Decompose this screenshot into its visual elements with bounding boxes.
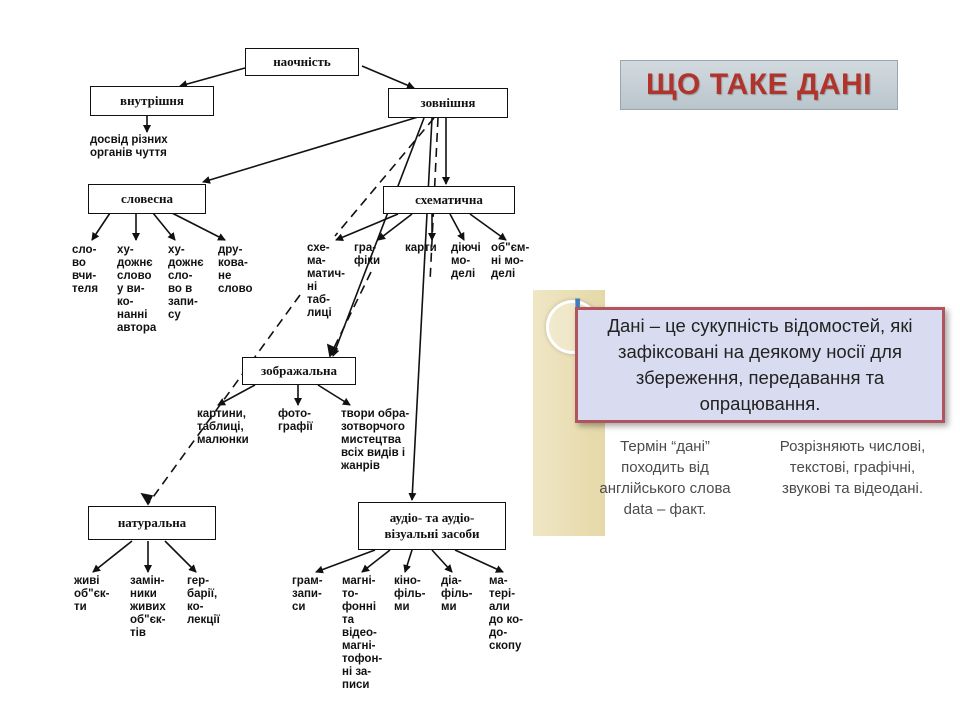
arrow-skhem-2 (377, 213, 413, 241)
label-hramzapysy: грам- запи- си (292, 575, 323, 613)
box-slovesna: словесна (88, 184, 206, 214)
arrow-audio-4 (431, 549, 453, 573)
slide-title: ЩО ТАКЕ ДАНІ (645, 68, 873, 101)
arrow-nat-1 (92, 540, 133, 573)
arrow-skhem-1 (335, 213, 399, 241)
box-skhematychna: схематична (383, 186, 515, 214)
label-karty: карти (405, 242, 437, 254)
label-foto: фото- графії (278, 408, 313, 433)
box-zobrazhalna: зображальна (242, 357, 356, 385)
dashed-arrowhead-zobrazhalna (326, 343, 339, 358)
dashed-zovnishnia-skhem-tablytsi (334, 117, 435, 237)
arrow-skhem-4 (449, 213, 465, 241)
label-materialy: ма- тері- али до ко- до- скопу (489, 575, 523, 652)
label-obiemni-modeli: об"єм- ні мо- делі (491, 242, 530, 280)
label-tvory: твори обра- зотворчого мистецтва всіх ви… (341, 408, 410, 472)
dashed-hrafiky-zobrazhalna (329, 271, 372, 357)
arrow-naochnist-vnutrishnia (179, 67, 246, 88)
box-naturalna: натуральна (88, 506, 216, 540)
arrow-zobr-1 (217, 384, 256, 406)
label-zhyvi: живі об"єк- ти (74, 575, 110, 613)
label-skhem-tablytsi: схе- ма- матич- ні таб- лиці (307, 242, 345, 319)
arrow-naochnist-zovnishnia (361, 65, 415, 89)
arrow-slovesna-4 (171, 212, 226, 241)
label-hrafiky: гра- фіки (354, 242, 381, 267)
arrow-zovnishnia-slovesna (202, 116, 419, 184)
arrow-audio-5 (454, 549, 504, 573)
slide-title-box: ЩО ТАКЕ ДАНІ (620, 60, 898, 110)
label-diafilmy: діа- філь- ми (441, 575, 473, 613)
definition-text: Дані – це сукупність відомостей, які заф… (607, 315, 913, 414)
label-dosvid: досвід різних органів чуття (90, 134, 168, 159)
label-drukovane: дру- кова- не слово (218, 244, 253, 295)
arrow-zovnishnia-audio (408, 117, 433, 501)
note-data-types: Розрізняють числові, текстові, графічні,… (779, 438, 926, 497)
arrow-zobr-3 (317, 384, 351, 406)
arrow-slovesna-3 (152, 212, 176, 241)
note-term-origin: Термін “дані” походить від англійського … (599, 438, 731, 518)
box-vnutrishnia: внутрішня (90, 86, 214, 116)
arrow-skhem-5 (469, 213, 507, 241)
label-zaminnyky: замін- ники живих об"єк- тів (130, 575, 166, 639)
box-naochnist: наочність (245, 48, 359, 76)
label-khud-slovo-zapys: ху- дожнє сло- во в запи- су (168, 244, 204, 321)
definition-box: Дані – це сукупність відомостей, які заф… (575, 307, 945, 423)
arrow-zovnishnia-zobrazhalna (331, 117, 425, 357)
arrow-slovesna-1 (91, 212, 111, 241)
label-diiuchi-modeli: діючі мо- делі (451, 242, 481, 280)
arrow-audio-1 (315, 549, 376, 574)
label-khud-slovo-vykon: ху- дожнє слово у ви- ко- нанні автора (117, 244, 157, 334)
label-herbarii: гер- барії, ко- лекції (187, 575, 220, 626)
arrow-nat-3 (164, 540, 197, 573)
arrow-audio-2 (361, 549, 391, 573)
dashed-skhem-tablytsi-naturalna (147, 294, 301, 505)
dashed-arrowhead-naturalna (140, 492, 154, 506)
box-zovnishnia: зовнішня (388, 88, 508, 118)
label-slovo-vchytelia: сло- во вчи- теля (72, 244, 99, 295)
label-mahnitofonni: магні- то- фонні та відео- магні- тофон-… (342, 575, 383, 691)
box-audio: аудіо- та аудіо- візуальні засоби (358, 502, 506, 550)
label-kinofilmy: кіно- філь- ми (394, 575, 426, 613)
arrow-audio-3 (403, 549, 413, 573)
label-kartyny: картини, таблиці, малюнки (197, 408, 249, 446)
